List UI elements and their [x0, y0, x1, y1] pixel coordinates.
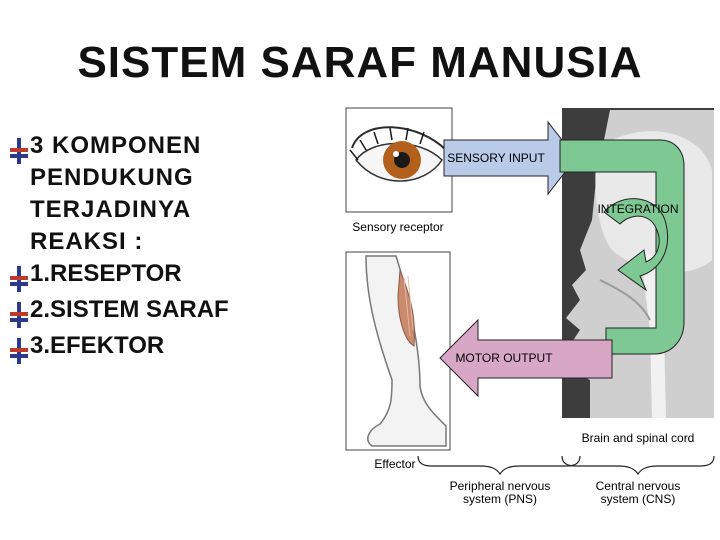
leg-illustration [346, 252, 450, 450]
cns-label-line1: Central nervous [596, 479, 681, 493]
pns-bracket [418, 456, 580, 474]
sensory-receptor-label: Sensory receptor [352, 220, 443, 234]
pns-label-line2: system (PNS) [463, 492, 537, 506]
cns-bracket [562, 456, 714, 474]
pns-label-line1: Peripheral nervous [450, 479, 551, 493]
motor-output-label: MOTOR OUTPUT [455, 351, 553, 365]
brain-spinal-cord-label: Brain and spinal cord [582, 431, 695, 445]
cns-label-line2: system (CNS) [601, 492, 676, 506]
sensory-input-label: SENSORY INPUT [447, 151, 545, 165]
eye-illustration [346, 108, 452, 212]
effector-label: Effector [374, 457, 415, 471]
integration-label: INTEGRATION [597, 202, 678, 216]
